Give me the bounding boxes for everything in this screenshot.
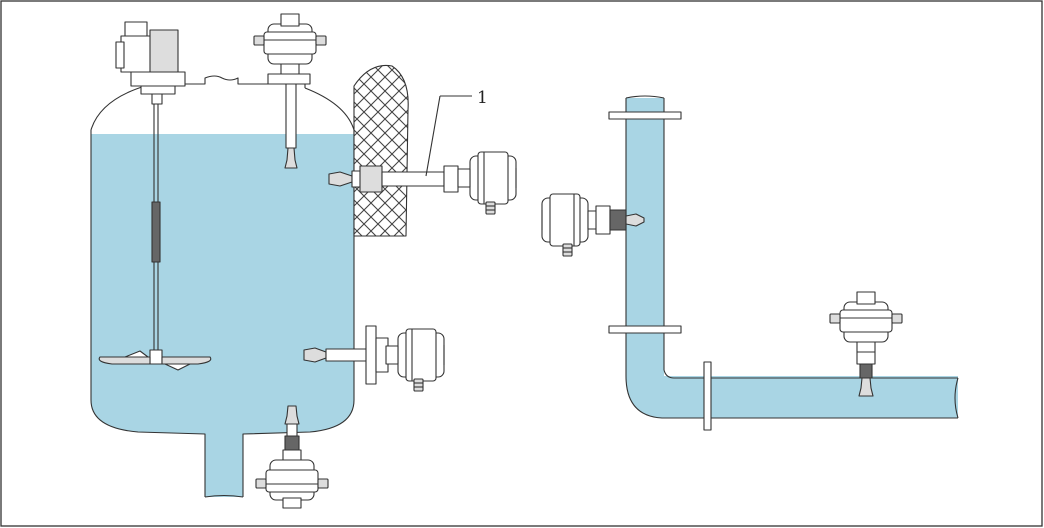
level-switch-side-flange (303, 325, 445, 392)
pipe-horizontal (625, 361, 959, 431)
tank-vessel (90, 75, 355, 498)
agitator (98, 21, 212, 371)
callout-label: 1 (477, 88, 488, 108)
level-switch-pipe-vertical (541, 193, 645, 257)
level-switch-bottom (255, 405, 329, 509)
callout-1: 1 (425, 88, 488, 177)
pipe-vertical (608, 95, 958, 418)
insulation-wall (353, 64, 409, 237)
level-switch-pipe-horizontal (829, 291, 903, 397)
level-switch-top (253, 13, 327, 169)
level-switch-side-extended (328, 151, 517, 215)
